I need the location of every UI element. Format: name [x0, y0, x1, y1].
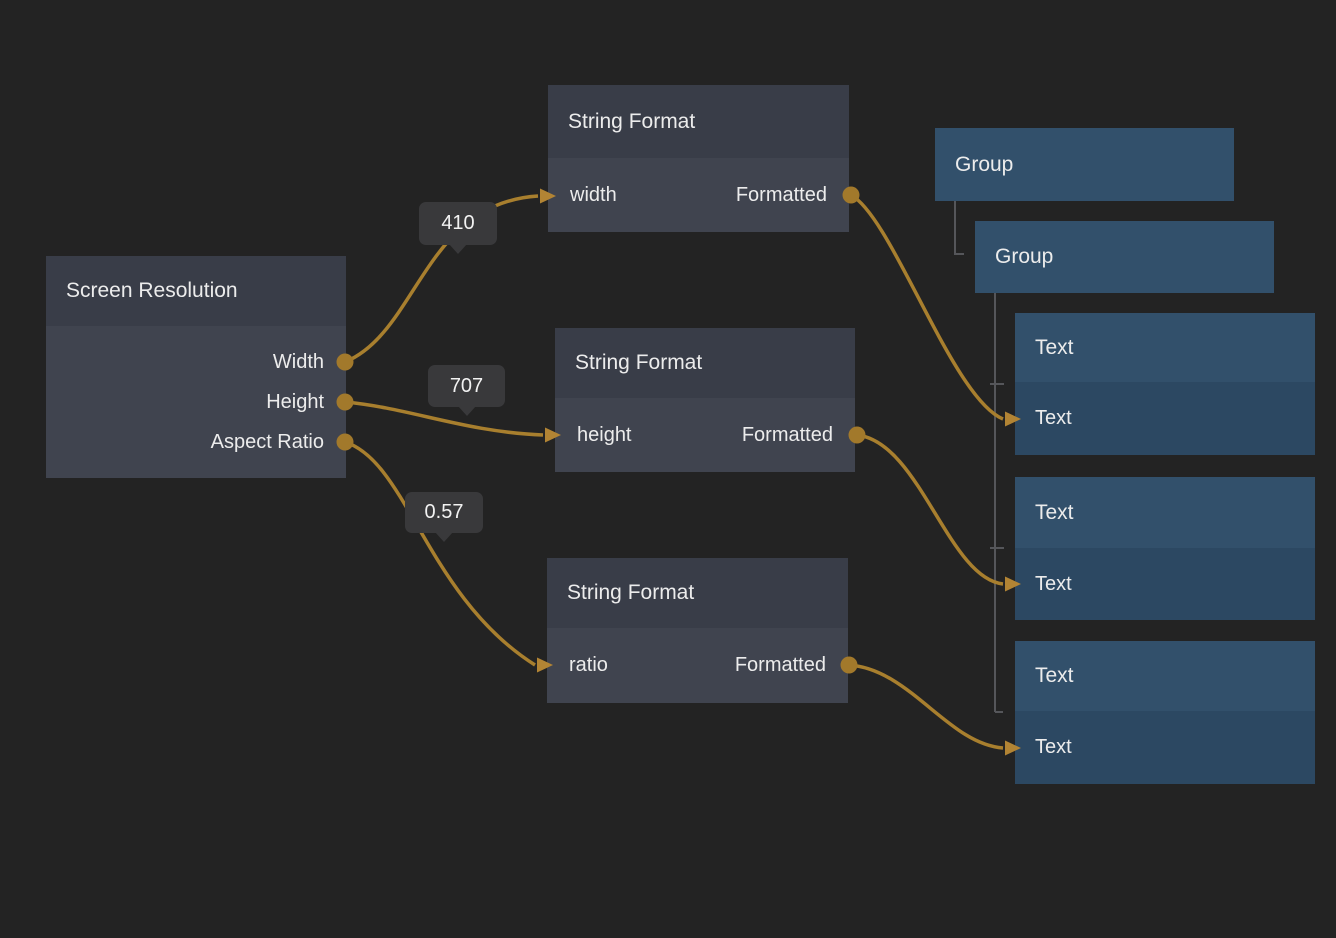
- node-string-format-width-header: String Format: [548, 85, 849, 158]
- tree-line-group-outer-to-inner: [954, 201, 964, 255]
- port-row: width Formatted: [548, 158, 849, 232]
- input-label-text: Text: [1035, 736, 1072, 758]
- node-text-height-header: Text: [1015, 477, 1315, 548]
- output-label-formatted: Formatted: [734, 654, 826, 676]
- node-text-height[interactable]: Text Text: [1015, 477, 1315, 620]
- node-group-outer[interactable]: Group: [935, 128, 1234, 201]
- output-row-width: Width: [46, 342, 346, 382]
- badge-pointer: [435, 532, 453, 542]
- input-label-ratio: ratio: [569, 654, 608, 676]
- node-text-width-header: Text: [1015, 313, 1315, 382]
- connection-value-badge-height: 707: [428, 365, 505, 416]
- input-label-text: Text: [1035, 572, 1072, 595]
- badge-pointer: [457, 406, 476, 416]
- node-title: Text: [1035, 664, 1074, 687]
- badge-value: 707: [449, 374, 484, 397]
- output-row-aspect-ratio: Aspect Ratio: [46, 422, 346, 462]
- badge-value: 0.57: [424, 501, 464, 523]
- input-label-width: width: [570, 183, 617, 206]
- input-label-height: height: [577, 423, 632, 446]
- wire-aspect-ratio-to-string-format[interactable]: [344, 440, 536, 667]
- node-text-width[interactable]: Text Text: [1015, 313, 1315, 455]
- badge-value: 410: [441, 212, 475, 234]
- node-string-format-height-header: String Format: [555, 328, 855, 398]
- node-title: Text: [1035, 335, 1074, 359]
- node-string-format-ratio-header: String Format: [547, 558, 848, 628]
- output-label-formatted: Formatted: [741, 423, 833, 446]
- node-screen-resolution[interactable]: Screen Resolution Width Height Aspect Ra…: [46, 256, 346, 478]
- port-row: ratio Formatted: [547, 628, 848, 703]
- node-title: Group: [955, 152, 1014, 176]
- node-title: Text: [1035, 500, 1074, 524]
- node-title: String Format: [568, 109, 696, 133]
- input-row-text: Text: [1015, 711, 1315, 784]
- input-row-text: Text: [1015, 548, 1315, 620]
- node-title: Screen Resolution: [66, 279, 238, 302]
- output-label-width: Width: [272, 350, 324, 373]
- node-title: String Format: [575, 351, 703, 374]
- wire-formatted-to-text-3[interactable]: [848, 663, 1004, 750]
- node-group-inner[interactable]: Group: [975, 221, 1274, 293]
- input-row-text: Text: [1015, 382, 1315, 455]
- node-text-ratio[interactable]: Text Text: [1015, 641, 1315, 784]
- node-screen-resolution-header: Screen Resolution: [46, 256, 346, 326]
- input-label-text: Text: [1035, 407, 1072, 429]
- port-row: height Formatted: [555, 398, 855, 472]
- output-label-formatted: Formatted: [735, 183, 827, 206]
- node-string-format-ratio[interactable]: String Format ratio Formatted: [547, 558, 848, 703]
- output-label-aspect-ratio: Aspect Ratio: [210, 430, 324, 453]
- badge-pointer: [449, 244, 467, 254]
- node-title: String Format: [567, 581, 695, 604]
- node-group-outer-header: Group: [935, 128, 1234, 201]
- connection-value-badge-width: 410: [419, 202, 497, 254]
- output-label-height: Height: [266, 390, 324, 413]
- node-group-inner-header: Group: [975, 221, 1274, 293]
- node-text-ratio-header: Text: [1015, 641, 1315, 711]
- node-string-format-height[interactable]: String Format height Formatted: [555, 328, 855, 472]
- wire-formatted-to-text-2[interactable]: [856, 433, 1004, 586]
- node-title: Group: [995, 245, 1054, 268]
- output-row-height: Height: [46, 382, 346, 422]
- connection-value-badge-aspect-ratio: 0.57: [405, 492, 483, 542]
- node-string-format-width[interactable]: String Format width Formatted: [548, 85, 849, 232]
